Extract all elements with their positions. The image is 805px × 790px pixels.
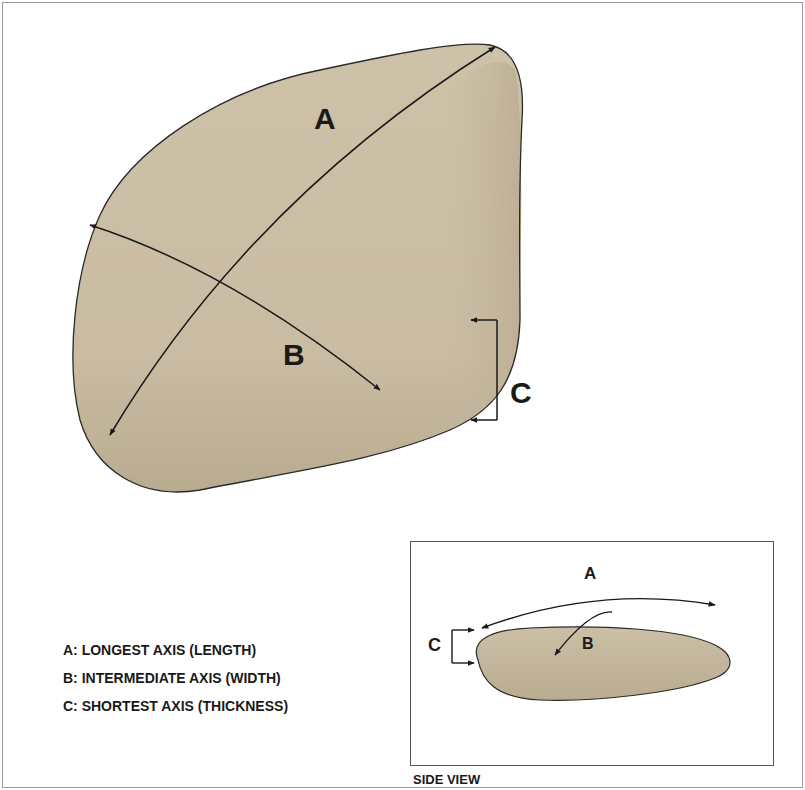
legend-note: B: INTERMEDIATE AXIS (WIDTH)	[63, 671, 281, 685]
side-axis-b-arrow	[555, 612, 612, 655]
axis-c-bracket	[471, 320, 497, 420]
axis-letter: C	[510, 378, 532, 408]
side-axis-arrows	[452, 599, 715, 663]
axis-a-arrow	[110, 47, 495, 435]
legend-note: A: LONGEST AXIS (LENGTH)	[63, 643, 256, 657]
axis-letter: A	[314, 104, 336, 134]
axis-b-arrow	[90, 225, 380, 390]
pebble-side-view	[476, 627, 730, 700]
side-axis-c-bracket	[452, 630, 474, 663]
view-caption: SIDE VIEW	[413, 773, 480, 786]
axis-letter: B	[582, 636, 594, 652]
pebble-top-view	[73, 44, 523, 492]
axis-letter: B	[283, 340, 305, 370]
axis-arrows	[90, 47, 497, 435]
axis-letter: C	[428, 636, 441, 654]
side-axis-a-arrow	[482, 599, 715, 628]
legend-note: C: SHORTEST AXIS (THICKNESS)	[63, 699, 288, 713]
outer-frame	[3, 3, 803, 788]
axis-letter: A	[584, 565, 596, 582]
side-view-frame: SIDE VIEW	[410, 541, 774, 766]
